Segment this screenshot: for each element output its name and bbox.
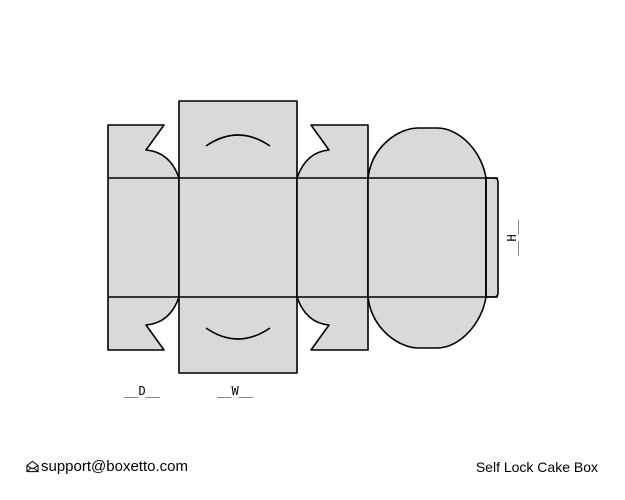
glue-tab: [485, 177, 499, 298]
depth-dimension-label: __D__: [124, 384, 161, 398]
support-contact: support@boxetto.com: [26, 458, 188, 475]
width-dimension-label: __W__: [217, 384, 254, 398]
envelope-icon: [26, 460, 39, 473]
product-name: Self Lock Cake Box: [475, 459, 598, 475]
top-lock-slot: [205, 134, 271, 147]
left-side-flap: [107, 124, 180, 351]
front-panel: [178, 100, 298, 374]
right-side-flap: [296, 124, 369, 351]
back-lid-panel: [367, 127, 487, 349]
bottom-lock-slot: [205, 327, 271, 340]
height-dimension-label: __H__: [505, 219, 519, 256]
support-email: support@boxetto.com: [41, 458, 188, 475]
